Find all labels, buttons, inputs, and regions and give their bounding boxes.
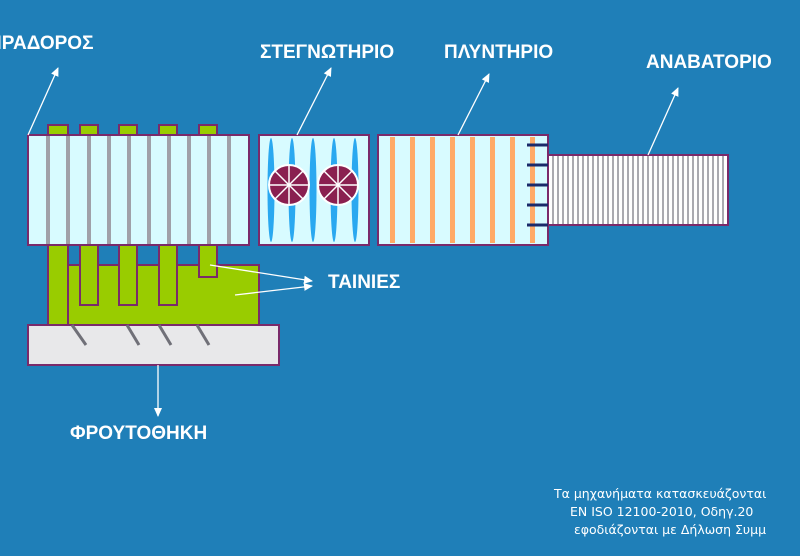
elevator-label: ΑΝΑΒΑΤΟΡΙΟ (646, 52, 772, 73)
footnote-line-3: εφοδιάζονται με Δήλωση Συμμ (574, 522, 767, 537)
washer-machine (377, 134, 549, 246)
arrow-icon (296, 67, 332, 136)
arrow-icon (209, 264, 313, 284)
belts-label: ΤΑΙΝΙΕΣ (328, 272, 401, 293)
elevator-machine (547, 154, 729, 226)
fruit-store (27, 324, 280, 366)
belt-finger (118, 244, 138, 306)
dryer-label: ΣΤΕΓΝΩΤΗΡΙΟ (260, 42, 395, 63)
fan-icon (317, 164, 359, 206)
arrow-icon (647, 87, 679, 156)
footnote-line-2: EN ISO 12100-2010, Οδηγ.20 (570, 504, 754, 519)
sorter-machine (27, 134, 250, 246)
dryer-machine (258, 134, 370, 246)
belts-assembly (47, 124, 260, 326)
arrow-icon (234, 282, 313, 296)
belt-column-left (47, 244, 69, 326)
belt-finger (158, 244, 178, 306)
arrow-icon (27, 67, 59, 136)
belt-finger (79, 244, 99, 306)
belt-finger (198, 244, 218, 278)
arrow-icon (457, 73, 490, 136)
sorter-label: ΠΡΑΔΟΡΟΣ (0, 33, 94, 54)
fan-icon (268, 164, 310, 206)
fruit-store-label: ΦΡΟΥΤΟΘΗΚΗ (70, 423, 208, 444)
footnote-line-1: Τα μηχανήματα κατασκευάζονται (554, 486, 767, 501)
washer-label: ΠΛΥΝΤΗΡΙΟ (444, 42, 554, 63)
